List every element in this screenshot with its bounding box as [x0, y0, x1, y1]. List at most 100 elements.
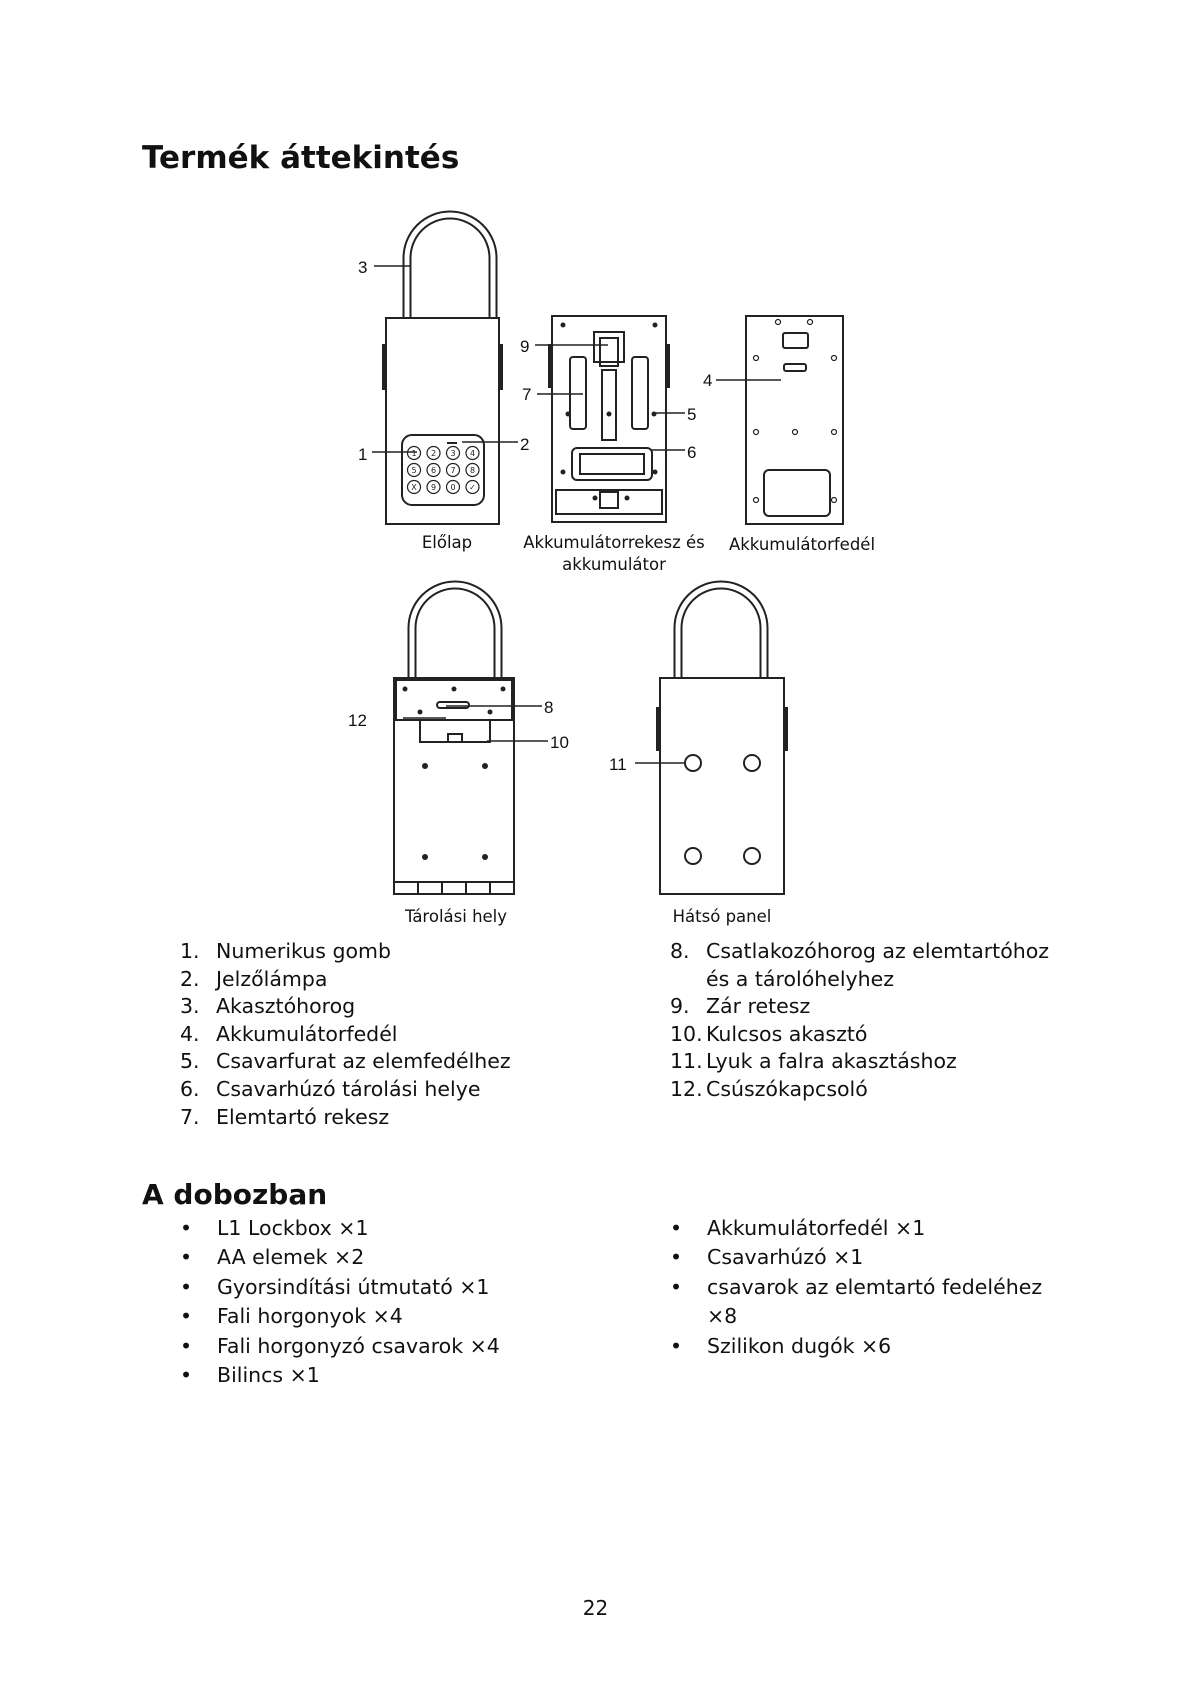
list-item: 6. Csavarhúzó tárolási helye — [180, 1076, 511, 1104]
list-number: 2. — [180, 966, 200, 991]
caption-front: Előlap — [421, 533, 473, 552]
list-item: 12.Csúszókapcsoló — [670, 1076, 1049, 1104]
list-item: •Csavarhúzó ×1 — [670, 1243, 1042, 1272]
callout-7: 7 — [522, 385, 531, 404]
callout-4: 4 — [703, 371, 712, 390]
list-text: Fali horgonyok ×4 — [217, 1304, 403, 1329]
list-text: Csavarfurat az elemfedélhez — [216, 1049, 511, 1074]
bullet-icon: • — [180, 1274, 193, 1299]
list-item: •L1 Lockbox ×1 — [180, 1214, 500, 1243]
keypad-key — [406, 445, 422, 461]
list-item: 7. Elemtartó rekesz — [180, 1104, 511, 1132]
list-number: 12. — [670, 1076, 703, 1101]
list-item: 10.Kulcsos akasztó — [670, 1021, 1049, 1049]
list-item: 11.Lyuk a falra akasztáshoz — [670, 1048, 1049, 1076]
list-text: Numerikus gomb — [216, 939, 392, 963]
keypad-key — [406, 479, 422, 495]
keypad-key-label: 9 — [431, 483, 436, 492]
keypad-key — [445, 462, 461, 478]
keypad-key-label: 0 — [450, 483, 455, 492]
list-item: • Akkumulátorfedél ×1 — [670, 1214, 1042, 1243]
callout-2: 2 — [520, 435, 529, 454]
keypad-key-label: 6 — [431, 466, 436, 475]
back-panel-drawing — [656, 580, 788, 895]
battery-cover-drawing — [745, 315, 844, 525]
list-text: Elemtartó rekesz — [216, 1104, 390, 1129]
keypad — [401, 434, 485, 506]
list-text: AA elemek ×2 — [217, 1245, 365, 1270]
front-body — [385, 317, 500, 525]
list-text: Csatlakozóhorog az elemtartóhoz — [706, 939, 1050, 963]
keypad-key-label: 8 — [470, 466, 475, 475]
list-number: 6. — [180, 1076, 200, 1101]
front-view-drawing — [382, 210, 503, 525]
list-text: Akkumulátorfedél ×1 — [707, 1216, 926, 1240]
list-number: 1. — [180, 939, 200, 963]
list-text: csavarok az elemtartó fedeléhez — [707, 1274, 1043, 1299]
bullet-icon: • — [670, 1216, 683, 1240]
list-text: Zár retesz — [706, 994, 811, 1019]
bullet-icon: • — [180, 1304, 193, 1329]
section-title-in-the-box: A dobozban — [142, 1178, 328, 1211]
box-contents-right: • Akkumulátorfedél ×1 •Csavarhúzó ×1 • csa… — [670, 1214, 1042, 1361]
list-item: 4.Akkumulátorfedél — [180, 1021, 511, 1049]
list-text: Fali horgonyzó csavarok ×4 — [217, 1333, 500, 1358]
keypad-key — [406, 462, 422, 478]
list-item: 1. Numerikus gomb — [180, 938, 511, 966]
keypad-key — [445, 445, 461, 461]
keypad-key — [445, 479, 461, 495]
page-number: 22 — [582, 1596, 609, 1620]
list-number: 3. — [180, 994, 200, 1019]
keypad-key-label: 5 — [411, 466, 416, 475]
list-text: Gyorsindítási útmutató ×1 — [217, 1274, 490, 1299]
storage-drawing — [393, 580, 515, 895]
list-item: • csavarok az elemtartó fedeléhez ×8 — [670, 1273, 1042, 1332]
list-text: L1 Lockbox ×1 — [217, 1216, 369, 1240]
keypad-key-label: ✓ — [469, 483, 476, 492]
caption-back-panel: Hátsó panel — [672, 907, 772, 926]
list-text-continued: ×8 — [707, 1304, 738, 1329]
list-text: Szilikon dugók ×6 — [707, 1333, 892, 1358]
list-item: • Fali horgonyok ×4 — [180, 1302, 500, 1331]
caption-storage: Tárolási hely — [404, 907, 508, 926]
list-number: 10. — [670, 1021, 703, 1046]
list-item: 5.Csavarfurat az elemfedélhez — [180, 1048, 511, 1076]
keypad-key-label: 7 — [450, 466, 455, 475]
list-item: 2. Jelzőlámpa — [180, 966, 511, 994]
callout-9: 9 — [520, 337, 529, 356]
list-number: 11. — [670, 1049, 703, 1074]
list-number: 7. — [180, 1104, 200, 1129]
list-number: 4. — [180, 1021, 200, 1046]
list-text: Akasztóhorog — [216, 994, 356, 1019]
list-item: • Szilikon dugók ×6 — [670, 1332, 1042, 1361]
list-item: • AA elemek ×2 — [180, 1243, 500, 1272]
list-item: 9.Zár retesz — [670, 993, 1049, 1021]
list-item: • Fali horgonyzó csavarok ×4 — [180, 1332, 500, 1361]
list-item: •Bilincs ×1 — [180, 1361, 500, 1390]
callout-10: 10 — [550, 733, 569, 752]
box-contents-left: •L1 Lockbox ×1 •AA elemek ×2 •Gyorsindít… — [180, 1214, 500, 1390]
list-text: Jelzőlámpa — [216, 966, 328, 991]
list-text: Bilincs ×1 — [217, 1363, 320, 1388]
keypad-key-label: 3 — [450, 449, 455, 458]
keypad-key-label: X — [411, 483, 417, 492]
caption-battery-compartment-line1: Akkumulátorrekesz és — [523, 533, 705, 552]
keypad-key — [465, 445, 480, 461]
callout-8: 8 — [544, 698, 553, 717]
list-item: • Gyorsindítási útmutató ×1 — [180, 1273, 500, 1302]
list-text: Csavarhúzó tárolási helye — [216, 1076, 481, 1101]
bullet-icon: • — [670, 1245, 683, 1270]
bullet-icon: • — [670, 1333, 683, 1358]
keypad-key — [465, 479, 480, 495]
bullet-icon: • — [180, 1245, 193, 1270]
keypad-key-label: 1 — [411, 449, 416, 458]
list-text: Csúszókapcsoló — [706, 1076, 868, 1101]
caption-battery-cover: Akkumulátorfedél — [728, 535, 876, 554]
list-item: 3. Akasztóhorog — [180, 993, 511, 1021]
section-title-overview: Termék áttekintés — [142, 140, 460, 176]
bullet-icon: • — [670, 1274, 683, 1299]
bullet-icon: • — [180, 1333, 193, 1358]
keypad-key — [426, 445, 441, 461]
